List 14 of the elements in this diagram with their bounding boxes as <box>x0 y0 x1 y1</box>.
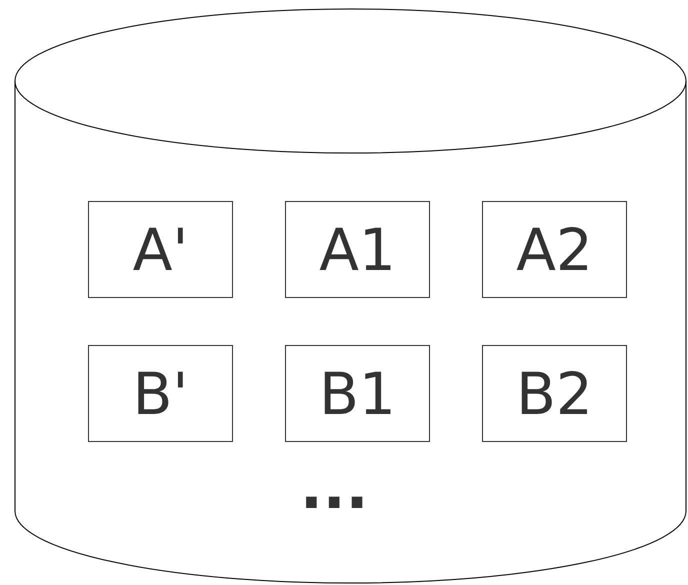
item-box <box>482 345 627 442</box>
item-box <box>285 201 430 298</box>
item-box <box>285 345 430 442</box>
item-box <box>88 345 233 442</box>
box-label: B' <box>132 360 188 428</box>
database-cylinder <box>14 8 687 584</box>
box-label: A1 <box>319 216 396 284</box>
box-label: A2 <box>516 216 593 284</box>
ellipsis-text: ... <box>300 458 368 518</box>
box-label: B2 <box>516 360 593 428</box>
box-label: B1 <box>319 360 396 428</box>
item-box <box>88 201 233 298</box>
item-box <box>482 201 627 298</box>
box-label: A' <box>132 216 188 284</box>
